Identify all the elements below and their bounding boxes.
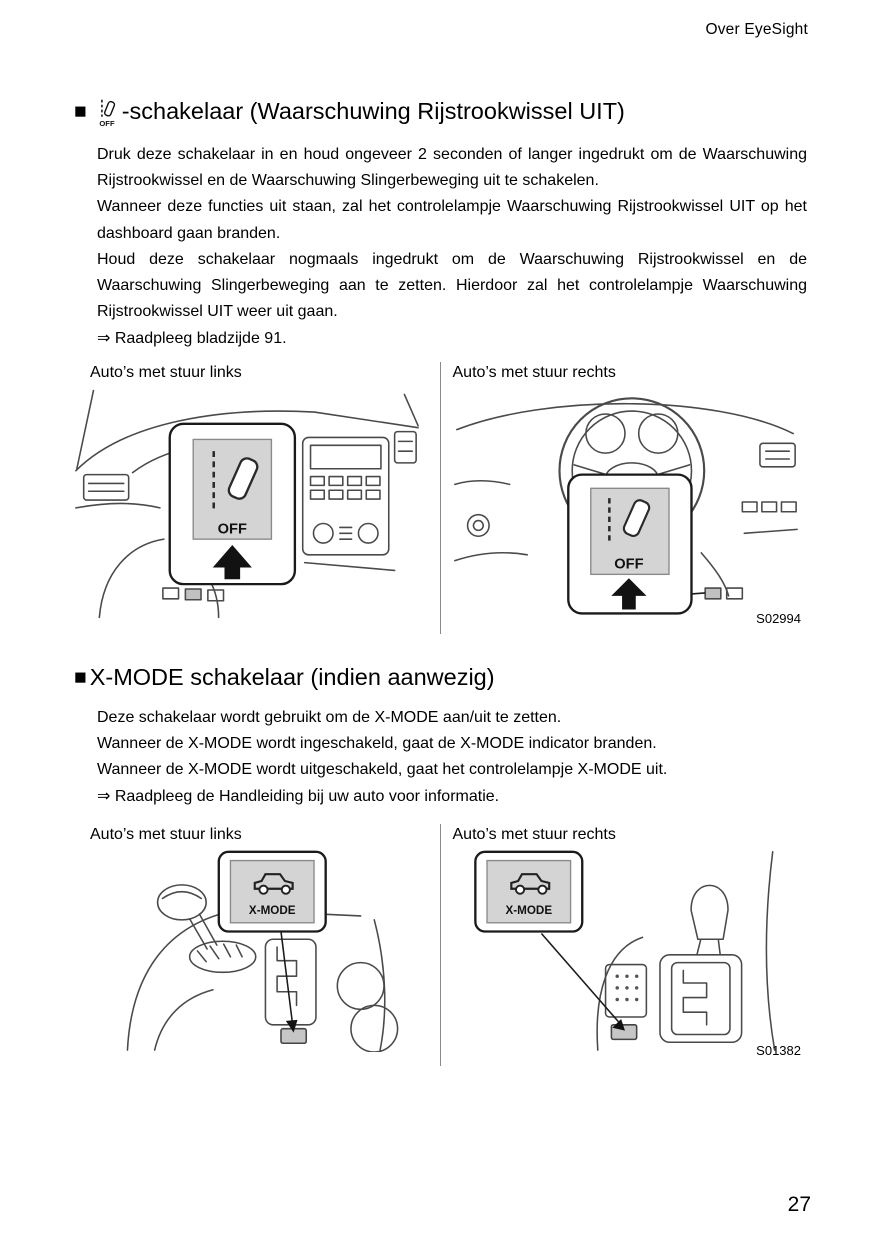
figure-xmode-switch: Auto’s met stuur links xyxy=(70,823,810,1066)
console-left-steering-illustration: X-MODE xyxy=(126,850,399,1052)
section-heading-lane-switch: ■ OFF -schakelaar (Waarschuwing Rijstroo… xyxy=(74,95,809,128)
off-switch-callout: OFF xyxy=(566,473,705,615)
suv-icon xyxy=(509,872,550,890)
section-marker: ■ xyxy=(74,665,87,689)
page-number: 27 xyxy=(787,1193,811,1216)
page-reference: ⇒ Raadpleeg bladzijde 91. xyxy=(97,329,287,347)
figure-panel-right: Auto’s met stuur rechts xyxy=(439,361,810,634)
figure-label: Auto’s met stuur rechts xyxy=(452,363,616,381)
figure-lane-switch: Auto’s met stuur links xyxy=(70,361,810,634)
body-paragraph: Wanneer de X-MODE wordt uitgeschakeld, g… xyxy=(97,761,668,779)
figure-panel-left: Auto’s met stuur links xyxy=(70,824,440,1066)
figure-panel-left: Auto’s met stuur links xyxy=(70,362,440,634)
figure-label: Auto’s met stuur links xyxy=(90,825,242,843)
section1-body: Druk deze schakelaar in en houd ongeveer… xyxy=(97,142,807,352)
body-paragraph: Deze schakelaar wordt gebruikt om de X-M… xyxy=(97,708,562,726)
xmode-switch-label: X-MODE xyxy=(249,904,296,917)
pointer-arrow-icon xyxy=(611,1018,625,1031)
figure-label: Auto’s met stuur rechts xyxy=(452,825,616,843)
figure-panel-right: Auto’s met stuur rechts xyxy=(439,823,810,1066)
up-arrow-icon xyxy=(610,578,647,610)
body-paragraph: Druk deze schakelaar in en houd ongeveer… xyxy=(97,146,807,190)
xmode-switch-callout: X-MODE xyxy=(217,850,327,1033)
lane-departure-off-icon: OFF xyxy=(99,99,115,128)
up-arrow-icon xyxy=(212,544,252,580)
off-switch-label: OFF xyxy=(614,556,643,572)
section-marker: ■ xyxy=(74,100,87,123)
xmode-switch-callout: X-MODE xyxy=(473,850,625,1031)
section-title: -schakelaar (Waarschuwing Rijstrookwisse… xyxy=(121,98,625,124)
console-right-steering-illustration: X-MODE xyxy=(473,850,775,1051)
dashboard-right-steering-illustration: OFF xyxy=(453,397,798,615)
xmode-switch-label: X-MODE xyxy=(505,904,552,917)
figure-code: S02994 xyxy=(756,610,801,626)
page-reference: ⇒ Raadpleeg de Handleiding bij uw auto v… xyxy=(97,787,500,805)
icon-off-text: OFF xyxy=(99,119,115,128)
dashboard-left-steering-illustration: OFF xyxy=(75,389,419,619)
suv-icon xyxy=(253,872,294,890)
pointer-arrow-icon xyxy=(285,1019,298,1033)
section-heading-xmode: ■ X-MODE schakelaar (indien aanwezig) xyxy=(74,664,809,691)
figure-code: S01382 xyxy=(756,1042,801,1058)
body-paragraph: Wanneer deze functies uit staan, zal het… xyxy=(97,198,807,242)
figure-label: Auto’s met stuur links xyxy=(90,363,242,381)
body-paragraph: Wanneer de X-MODE wordt ingeschakeld, ga… xyxy=(97,735,657,753)
off-switch-label: OFF xyxy=(218,521,247,537)
body-paragraph: Houd deze schakelaar nogmaals ingedrukt … xyxy=(97,250,807,321)
section2-body: Deze schakelaar wordt gebruikt om de X-M… xyxy=(97,705,807,810)
running-header: Over EyeSight xyxy=(705,21,808,38)
section-title: X-MODE schakelaar (indien aanwezig) xyxy=(89,663,495,690)
off-switch-callout: OFF xyxy=(168,422,297,586)
